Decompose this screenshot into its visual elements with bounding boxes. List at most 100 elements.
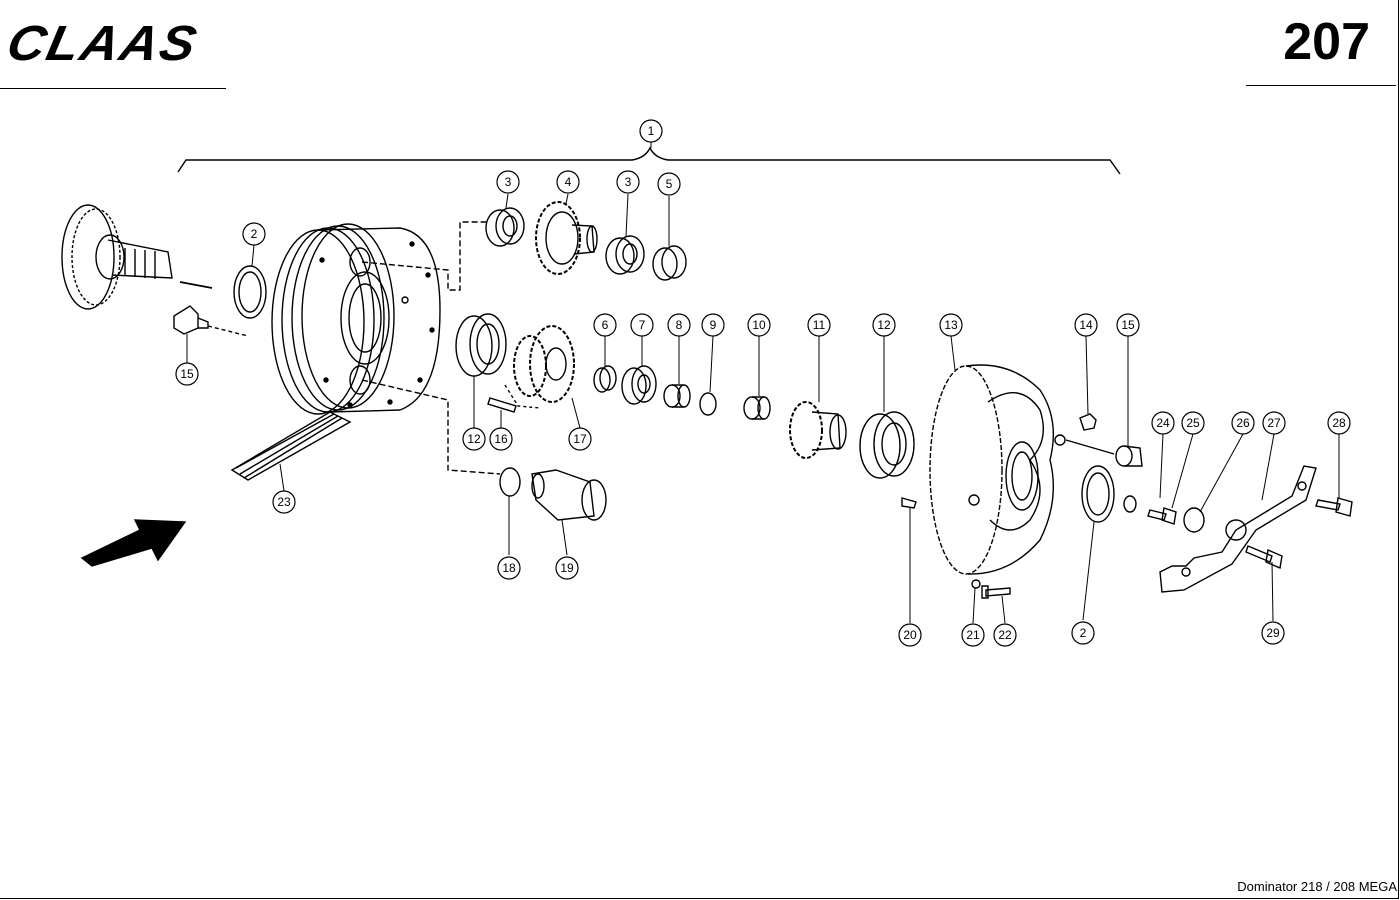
disc-26 xyxy=(1183,507,1205,533)
callout-18: 18 xyxy=(497,556,521,580)
bearing-12-right xyxy=(859,411,915,479)
callout-circle xyxy=(1262,411,1286,435)
callout-13: 13 xyxy=(939,313,963,337)
callout-circle xyxy=(872,313,896,337)
bolt-22 xyxy=(981,585,1011,599)
callout-number: 28 xyxy=(1332,416,1346,430)
callout-circle xyxy=(1151,411,1175,435)
callout-circle xyxy=(961,623,985,647)
callout-number: 7 xyxy=(639,318,646,332)
callout-circle xyxy=(1181,411,1205,435)
callout-1: 1 xyxy=(639,119,663,143)
callout-number: 3 xyxy=(505,175,512,189)
callout-circle xyxy=(496,170,520,194)
callout-number: 29 xyxy=(1266,626,1280,640)
washer-24 xyxy=(1123,495,1137,513)
callout-23: 23 xyxy=(272,490,296,514)
callout-number: 18 xyxy=(502,561,516,575)
direction-arrow xyxy=(80,519,187,567)
model-label: Dominator 218 / 208 MEGA xyxy=(1237,879,1397,894)
callout-circle xyxy=(807,313,831,337)
callout-20: 20 xyxy=(898,623,922,647)
callout-number: 12 xyxy=(467,432,481,446)
callout-22: 22 xyxy=(993,623,1017,647)
callout-3: 3 xyxy=(616,170,640,194)
callout-circle xyxy=(701,313,725,337)
flange-hub xyxy=(61,204,213,310)
callout-10: 10 xyxy=(747,313,771,337)
callout-circle xyxy=(462,427,486,451)
callout-number: 19 xyxy=(560,561,574,575)
callout-8: 8 xyxy=(667,313,691,337)
callout-circle xyxy=(556,170,580,194)
callout-12: 12 xyxy=(462,427,486,451)
callout-circle xyxy=(630,313,654,337)
callout-number: 9 xyxy=(710,318,717,332)
plug-left xyxy=(173,305,249,337)
callout-circle xyxy=(1071,621,1095,645)
callout-number: 23 xyxy=(277,495,291,509)
page-number: 207 xyxy=(1283,13,1370,71)
callout-number: 14 xyxy=(1079,318,1093,332)
shaft-19 xyxy=(531,469,607,521)
callout-number: 15 xyxy=(180,367,194,381)
callout-number: 8 xyxy=(676,318,683,332)
bushing-8 xyxy=(663,384,691,408)
callout-number: 22 xyxy=(998,628,1012,642)
callout-circle xyxy=(993,623,1017,647)
callout-11: 11 xyxy=(807,313,831,337)
callout-9: 9 xyxy=(701,313,725,337)
callout-circle xyxy=(639,119,663,143)
bearing-7 xyxy=(621,365,657,405)
gear-17 xyxy=(513,325,575,403)
callout-circle xyxy=(898,623,922,647)
housing-cover xyxy=(929,364,1066,575)
callout-14: 14 xyxy=(1074,313,1098,337)
callout-number: 15 xyxy=(1121,318,1135,332)
callout-7: 7 xyxy=(630,313,654,337)
callout-2: 2 xyxy=(242,222,266,246)
belt-pulley xyxy=(271,221,501,475)
callout-circle xyxy=(272,490,296,514)
seal-ring-right xyxy=(1081,465,1115,523)
callout-number: 27 xyxy=(1267,416,1281,430)
callout-circle xyxy=(616,170,640,194)
bolt-25 xyxy=(1147,507,1177,525)
callout-circle xyxy=(1074,313,1098,337)
gear-11 xyxy=(789,401,847,459)
callout-2: 2 xyxy=(1071,621,1095,645)
callout-28: 28 xyxy=(1327,411,1351,435)
callout-circle xyxy=(555,556,579,580)
callout-27: 27 xyxy=(1262,411,1286,435)
plug-15-line xyxy=(1065,439,1115,455)
callout-12: 12 xyxy=(872,313,896,337)
callout-circle xyxy=(242,222,266,246)
callout-26: 26 xyxy=(1231,411,1255,435)
callout-24: 24 xyxy=(1151,411,1175,435)
callout-number: 10 xyxy=(752,318,766,332)
callout-circle xyxy=(175,362,199,386)
callout-circle xyxy=(747,313,771,337)
callout-number: 2 xyxy=(1080,626,1087,640)
o-ring-18 xyxy=(499,467,521,497)
callout-25: 25 xyxy=(1181,411,1205,435)
bolt-28 xyxy=(1315,497,1353,517)
bearing-upper-left xyxy=(485,207,525,247)
callout-21: 21 xyxy=(961,623,985,647)
callout-number: 1 xyxy=(648,124,655,138)
callout-circle xyxy=(593,313,617,337)
callout-number: 11 xyxy=(813,318,826,332)
callout-number: 26 xyxy=(1236,416,1250,430)
callout-number: 17 xyxy=(573,432,587,446)
bearing-6-b xyxy=(599,365,617,391)
callout-circle xyxy=(667,313,691,337)
callout-circle xyxy=(939,313,963,337)
callout-number: 16 xyxy=(494,432,508,446)
bracket-plate xyxy=(1159,465,1317,593)
callout-number: 3 xyxy=(625,175,632,189)
callout-15: 15 xyxy=(175,362,199,386)
callout-number: 6 xyxy=(602,318,609,332)
